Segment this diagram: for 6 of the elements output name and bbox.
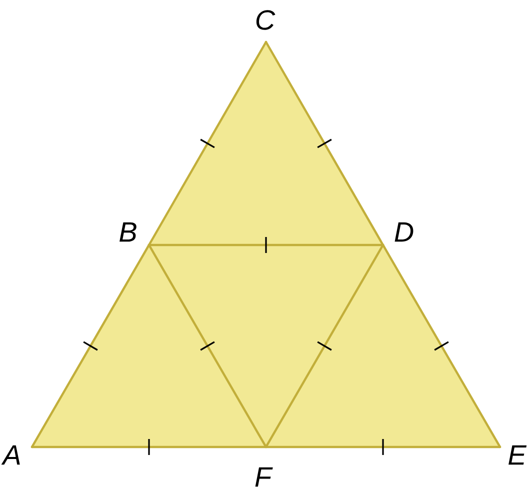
vertex-label: C bbox=[256, 10, 276, 30]
vertex-label: F bbox=[255, 467, 273, 487]
vertex-label: E bbox=[508, 445, 527, 465]
vertex-label: B bbox=[120, 222, 136, 242]
vertex-label: D bbox=[394, 222, 414, 242]
vertex-label: A bbox=[1, 445, 20, 465]
